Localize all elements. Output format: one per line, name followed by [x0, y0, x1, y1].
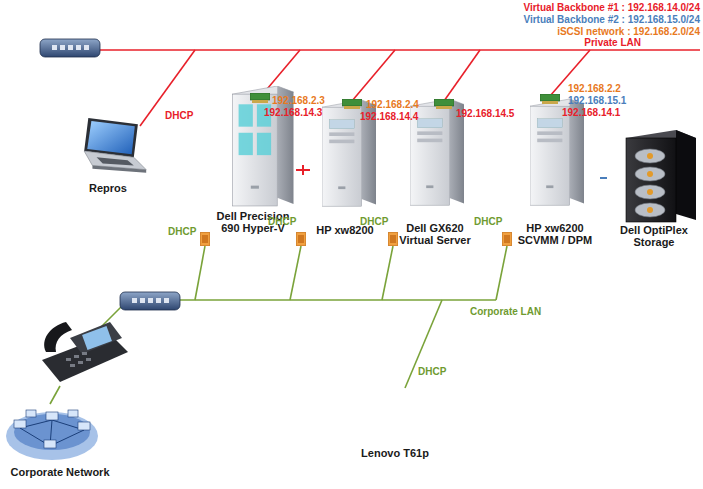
icon-space — [607, 128, 701, 224]
link-break-mark — [302, 165, 304, 175]
ip-address: 192.168.2.2 — [568, 83, 621, 95]
node-label: Dell GX620 Virtual Server — [392, 222, 478, 246]
dhcp-label: DHCP — [360, 216, 388, 228]
ip-address: 192.168.15.1 — [568, 95, 626, 107]
corporate-nic — [502, 232, 512, 246]
storage-icon — [626, 130, 696, 222]
dhcp-label: DHCP — [474, 216, 502, 228]
icon-space — [2, 398, 118, 466]
network-cloud — [6, 410, 98, 460]
dhcp-label: DHCP — [418, 366, 446, 378]
network-name: Private LAN — [584, 37, 641, 49]
node-label: Lenovo T61p — [343, 447, 447, 459]
nic-card — [434, 99, 454, 109]
dhcp-label: DHCP — [165, 110, 193, 122]
private-switch — [40, 39, 100, 57]
nic-card — [342, 99, 362, 109]
ip-address: 192.168.14.1 — [562, 107, 620, 119]
dhcp-label: DHCP — [268, 216, 296, 228]
corporate-switch — [120, 292, 180, 310]
node-label: HP xw6200 SCVMM / DPM — [510, 222, 600, 246]
icon-space — [343, 385, 447, 447]
corporate-nic — [388, 232, 398, 246]
laptop-node: Lenovo T61p — [343, 385, 447, 459]
ip-phone — [42, 322, 128, 382]
ip-address: 192.168.14.3 — [264, 107, 322, 119]
dhcp-label: DHCP — [168, 226, 196, 238]
ip-address: 192.168.14.5 — [456, 108, 514, 120]
corporate-nic — [200, 232, 210, 246]
node-label: Dell OptiPlex Storage — [607, 224, 701, 248]
ip-address: 192.168.14.4 — [360, 111, 418, 123]
network-legend-text: Virtual Backbone #1 : 192.168.14.0/24 — [523, 2, 700, 14]
network-legend-text: Virtual Backbone #2 : 192.168.15.0/24 — [523, 14, 700, 26]
network-name: Corporate LAN — [470, 306, 541, 318]
node-label: Repros — [66, 182, 150, 194]
network-legend-text: iSCSI network : 192.168.2.0/24 — [557, 26, 700, 38]
private-lan-wires — [98, 50, 700, 126]
icon-space — [66, 112, 150, 182]
corporate-nic — [296, 232, 306, 246]
corporate-lan-wires — [50, 246, 507, 404]
node-label: Corporate Network — [2, 466, 118, 478]
laptop-node: Repros — [66, 112, 150, 194]
storage-node: Dell OptiPlex Storage — [607, 128, 701, 248]
nic-card — [250, 93, 270, 103]
ip-address: 192.168.2.3 — [272, 95, 325, 107]
network-node: Corporate Network — [2, 398, 118, 478]
laptop-icon — [84, 118, 146, 173]
network-link — [600, 177, 607, 179]
nic-card — [540, 94, 560, 104]
ip-address: 192.168.2.4 — [366, 99, 419, 111]
